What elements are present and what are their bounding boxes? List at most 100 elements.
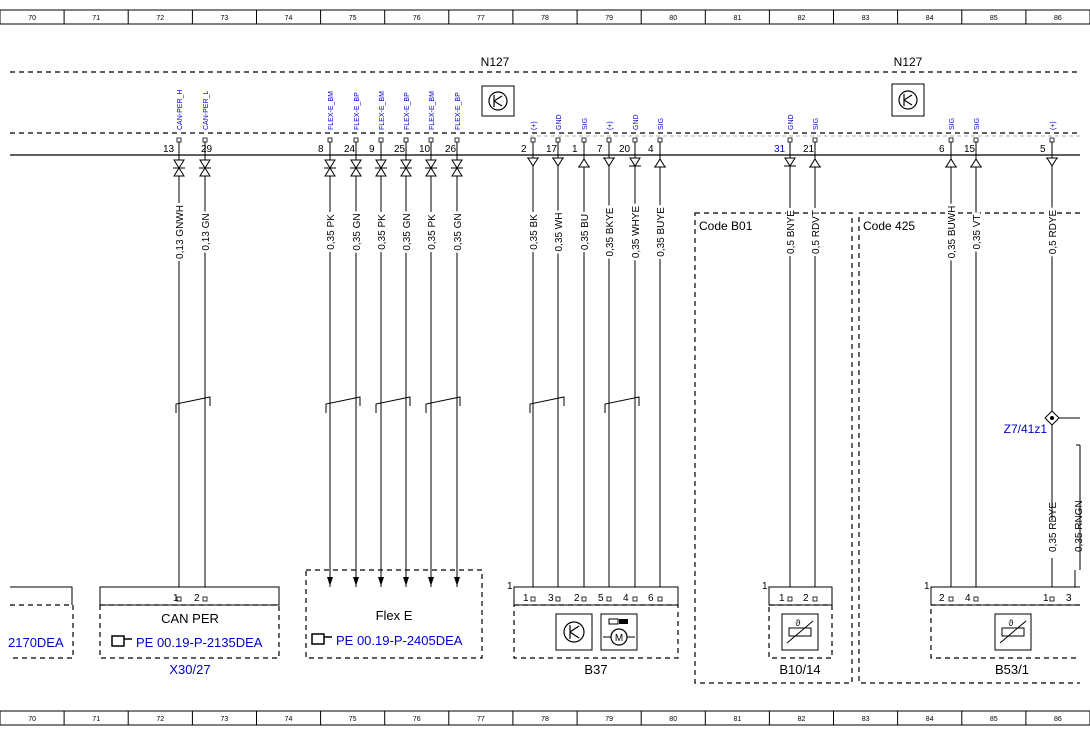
component-partial-left	[10, 586, 74, 659]
wire-label-gap	[326, 212, 334, 252]
signal-label: FLEX-E_BP	[404, 92, 411, 130]
wire-label: 0,5 RDVT	[811, 210, 822, 254]
component-pin: 5	[598, 593, 604, 604]
signal-label: FLEX-E_BP	[455, 92, 462, 130]
pin-number: 6	[939, 144, 945, 155]
pin-terminal	[202, 137, 208, 143]
pin-terminal	[403, 137, 409, 143]
ruler-cell-label: 73	[221, 15, 229, 22]
transistor-icon	[481, 85, 515, 117]
ruler-cell-label: 77	[477, 716, 485, 723]
wire-label: 0,13 GN	[201, 213, 212, 250]
reference-link[interactable]: 2170DEA	[8, 635, 64, 650]
connector-marker	[629, 157, 641, 167]
wire-label: 0,5 BNYE	[786, 210, 797, 254]
connector-marker	[199, 159, 211, 177]
pin-terminal	[378, 137, 384, 143]
pin-number: 17	[546, 144, 558, 155]
component-pin: 4	[965, 593, 971, 604]
module-label-n127: N127	[894, 55, 923, 69]
pin-terminal	[202, 596, 208, 602]
connector-marker	[350, 159, 362, 177]
component-title: Flex E	[376, 608, 413, 623]
ruler-cell-label: 81	[734, 15, 742, 22]
wire-label: 0,35 RDYE	[1048, 502, 1059, 552]
connector-marker	[552, 157, 564, 167]
pin-terminal	[657, 596, 663, 602]
wire-label: 0,35 PK	[427, 214, 438, 250]
wire-label-gap	[631, 203, 639, 261]
wire-label-gap	[972, 212, 980, 252]
wire-label: 0,35 GN	[402, 213, 413, 250]
signal-label: GND	[788, 114, 795, 130]
ruler-cell-label: 70	[28, 716, 36, 723]
signal-label: FLEX-E_BM	[379, 91, 386, 130]
component-pin: 1	[1043, 593, 1049, 604]
ntc-sensor-icon: ϑ	[994, 613, 1032, 651]
signal-label: (+)	[531, 121, 538, 130]
ruler-cell-label: 74	[285, 716, 293, 723]
ruler-cell-label: 86	[1054, 15, 1062, 22]
wire-label-gap	[1048, 520, 1056, 558]
signal-label: (+)	[607, 121, 614, 130]
pin-terminal	[327, 137, 333, 143]
wire-arrow	[327, 577, 333, 586]
component-index: 1	[507, 581, 513, 592]
wire-label-gap	[656, 205, 664, 259]
ruler-cell-label: 84	[926, 15, 934, 22]
component-pin: 2	[803, 593, 809, 604]
wire-arrow	[378, 577, 384, 586]
pin-number: 29	[201, 144, 213, 155]
pin-terminal	[581, 596, 587, 602]
pin-terminal	[606, 137, 612, 143]
component-pin: 1	[523, 593, 529, 604]
ruler-cell-label: 72	[156, 716, 164, 723]
component-index: 1	[762, 581, 768, 592]
pin-number: 21	[803, 144, 815, 155]
reference-link[interactable]: PE 00.19-P-2135DEA	[136, 635, 263, 650]
ruler-cell-label: 83	[862, 716, 870, 723]
connector-marker	[970, 158, 982, 168]
ruler-cell-label: 72	[156, 15, 164, 22]
ruler-cell-label: 76	[413, 15, 421, 22]
code-box-425	[858, 212, 1080, 684]
wire-arrow	[353, 577, 359, 586]
signal-label: (+)	[1050, 121, 1057, 130]
wire-label: 0,35 BU	[580, 214, 591, 250]
code-box-label: Code B01	[699, 219, 753, 233]
connector-label[interactable]: X30/27	[169, 662, 210, 677]
ruler-cell-label: 70	[28, 15, 36, 22]
pin-number: 20	[619, 144, 631, 155]
ruler-cell-label: 80	[669, 716, 677, 723]
ruler-cell-label: 78	[541, 15, 549, 22]
twisted-pair-marks	[175, 396, 640, 413]
signal-label: FLEX-E_BM	[328, 91, 335, 130]
pin-terminal	[581, 137, 587, 143]
wire-label-gap	[427, 212, 435, 252]
signal-label: GND	[633, 114, 640, 130]
reference-link[interactable]: PE 00.19-P-2405DEA	[336, 633, 463, 648]
pin-terminal	[1049, 596, 1055, 602]
wire-arrow	[454, 577, 460, 586]
component-pin: 2	[574, 593, 580, 604]
module-label-n127: N127	[481, 55, 510, 69]
wire-label-gap	[947, 203, 955, 261]
component-pin: 2	[194, 593, 200, 604]
ruler-cell-label: 73	[221, 716, 229, 723]
ruler-cell-label: 76	[413, 716, 421, 723]
pin-terminal	[176, 137, 182, 143]
pin-terminal	[606, 596, 612, 602]
pin-terminal	[812, 596, 818, 602]
pin-terminal	[176, 596, 182, 602]
pin-number: 10	[419, 144, 431, 155]
component-index: 1	[924, 581, 930, 592]
wire-label-gap	[453, 211, 461, 253]
connector-marker	[527, 157, 539, 167]
splice-label[interactable]: Z7/41z1	[1004, 422, 1048, 436]
pin-terminal	[428, 137, 434, 143]
ruler-cell-label: 79	[605, 15, 613, 22]
connector-marker	[425, 159, 437, 177]
signal-label: GND	[556, 114, 563, 130]
